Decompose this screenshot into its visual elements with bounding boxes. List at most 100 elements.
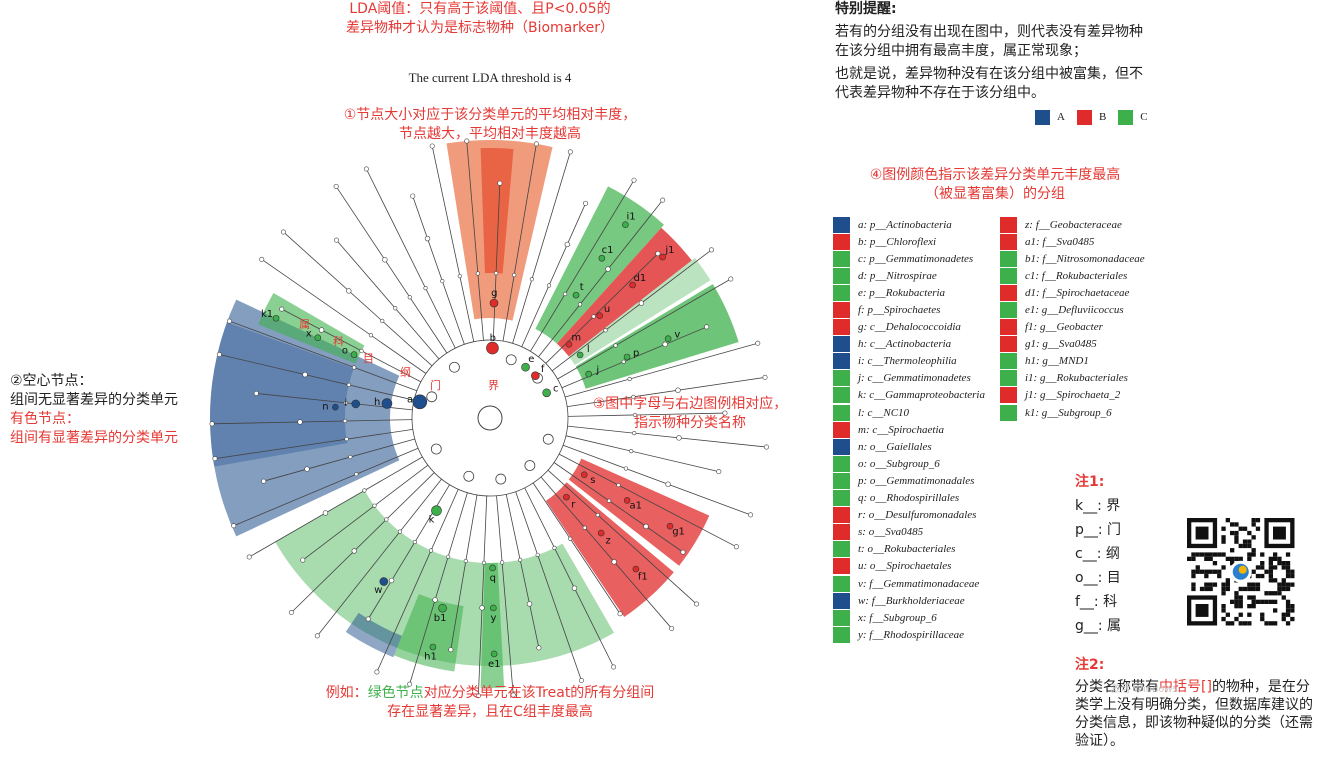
- tree-inner-node: [304, 466, 310, 472]
- qr-module: [1242, 539, 1248, 544]
- legend-swatch: [833, 575, 850, 592]
- qr-module: [1268, 599, 1273, 604]
- biomarker-letter: c1: [602, 245, 614, 256]
- tree-leaf-node: [536, 645, 542, 651]
- tree-inner-node: [623, 466, 629, 471]
- tree-branch: [557, 278, 731, 380]
- qr-module: [1247, 582, 1252, 587]
- legend-text: c: p__Gemmatimonadetes: [858, 252, 974, 265]
- tree-inner-node: [616, 483, 621, 488]
- qr-module: [1204, 582, 1209, 587]
- qr-module: [1221, 582, 1226, 587]
- qr-module: [1281, 616, 1286, 622]
- tree-leaf-node: [246, 554, 252, 560]
- biomarker-letter: l: [587, 344, 590, 355]
- tree-inner-arc: [411, 339, 569, 497]
- qr-module: [1191, 582, 1196, 587]
- qr-finder: [1195, 604, 1209, 617]
- biomarker-letter: k1: [261, 309, 273, 320]
- qr-module: [1251, 604, 1256, 609]
- tree-inner-node: [591, 314, 596, 319]
- qr-module: [1251, 552, 1256, 557]
- biomarker-letter: y: [491, 613, 497, 624]
- qr-module: [1242, 621, 1248, 626]
- legend-swatch: [833, 626, 850, 643]
- annotation2-line3: 有色节点：: [10, 411, 80, 427]
- qr-module: [1221, 552, 1226, 557]
- legend-swatch: [1000, 370, 1017, 387]
- legend-swatch: [833, 284, 850, 301]
- note1-title: 注1:: [1075, 474, 1105, 490]
- tree-inner-node: [563, 291, 568, 297]
- qr-module: [1238, 599, 1243, 604]
- tree-leaf-node: [631, 177, 637, 183]
- legend-item: c1: f__Rokubacteriales: [1000, 267, 1145, 284]
- tree-inner-node: [493, 271, 499, 276]
- qr-module: [1204, 569, 1209, 574]
- legend-text: f1: g__Geobacter: [1025, 321, 1103, 334]
- note2-red: 中括号[]: [1159, 679, 1212, 695]
- qr-module: [1285, 569, 1291, 574]
- legend-swatch: [833, 455, 850, 472]
- biomarker-letter: j: [595, 365, 599, 376]
- qr-module: [1260, 565, 1265, 570]
- tree-leaf-node: [728, 276, 734, 282]
- biomarker-letter: g: [491, 288, 497, 299]
- legend-text: i1: g__Rokubacteriales: [1025, 372, 1128, 385]
- legend-text: p: o__Gemmatimonadales: [858, 474, 975, 487]
- legend-swatch: [833, 558, 850, 575]
- legend-swatch: [833, 541, 850, 558]
- legend-text: c1: f__Rokubacteriales: [1025, 269, 1128, 282]
- biomarker-node: [332, 403, 339, 411]
- tree-inner-node: [382, 257, 388, 263]
- qr-module: [1290, 604, 1295, 609]
- rank-label-family: 科: [333, 335, 344, 348]
- qr-module: [1251, 535, 1256, 540]
- tree-inner-node: [526, 601, 533, 607]
- legend-text: h: c__Actinobacteria: [858, 338, 952, 351]
- tree-branch: [214, 428, 413, 460]
- qr-module: [1273, 578, 1278, 583]
- biomarker-node: [438, 603, 447, 613]
- qr-module: [1187, 556, 1192, 561]
- biomarker-node: [580, 471, 588, 478]
- tree-branch: [412, 195, 465, 345]
- qr-module: [1281, 595, 1286, 600]
- legend-swatch: [1000, 267, 1017, 284]
- qr-module: [1238, 612, 1243, 617]
- tree-branch: [524, 487, 614, 668]
- legend-swatch: [833, 421, 850, 438]
- tree-branch: [565, 342, 758, 398]
- rank-label-kingdom: 界: [488, 379, 499, 392]
- qr-module: [1221, 591, 1226, 596]
- qr-module: [1251, 548, 1256, 553]
- qr-module: [1238, 604, 1243, 609]
- tree-inner-node: [359, 348, 364, 353]
- legend-text: x: f__Subgroup_6: [858, 611, 937, 624]
- tree-branch: [505, 494, 540, 648]
- qr-module: [1221, 604, 1226, 609]
- special-note-p2: 也就是说，差异物种没有在该分组中被富集，但不代表差异物种不存在于该分组中。: [835, 66, 1143, 101]
- tree-inner-node: [388, 577, 395, 584]
- rank-label-order: 目: [363, 352, 374, 365]
- biomarker-node: [664, 335, 672, 342]
- biomarker-node: [490, 604, 497, 612]
- qr-module: [1230, 530, 1235, 536]
- qr-module: [1247, 539, 1252, 544]
- qr-module: [1191, 552, 1196, 557]
- biomarker-letter: e: [528, 354, 534, 365]
- tree-branch: [466, 140, 484, 341]
- qr-module: [1225, 518, 1230, 523]
- tree-leaf-node: [253, 390, 259, 396]
- qr-module: [1221, 586, 1226, 592]
- qr-module: [1251, 522, 1256, 527]
- biomarker-letter: i1: [627, 211, 636, 222]
- qr-module: [1260, 612, 1265, 617]
- qr-module: [1208, 586, 1213, 592]
- annotation-bottom-green: 绿色节点: [367, 685, 424, 701]
- phylum-node: [463, 470, 475, 482]
- tree-branch: [219, 354, 415, 401]
- tree-leaf-node: [510, 692, 516, 698]
- qr-module: [1221, 608, 1226, 613]
- note1-row-class: c__: 纲: [1075, 546, 1120, 562]
